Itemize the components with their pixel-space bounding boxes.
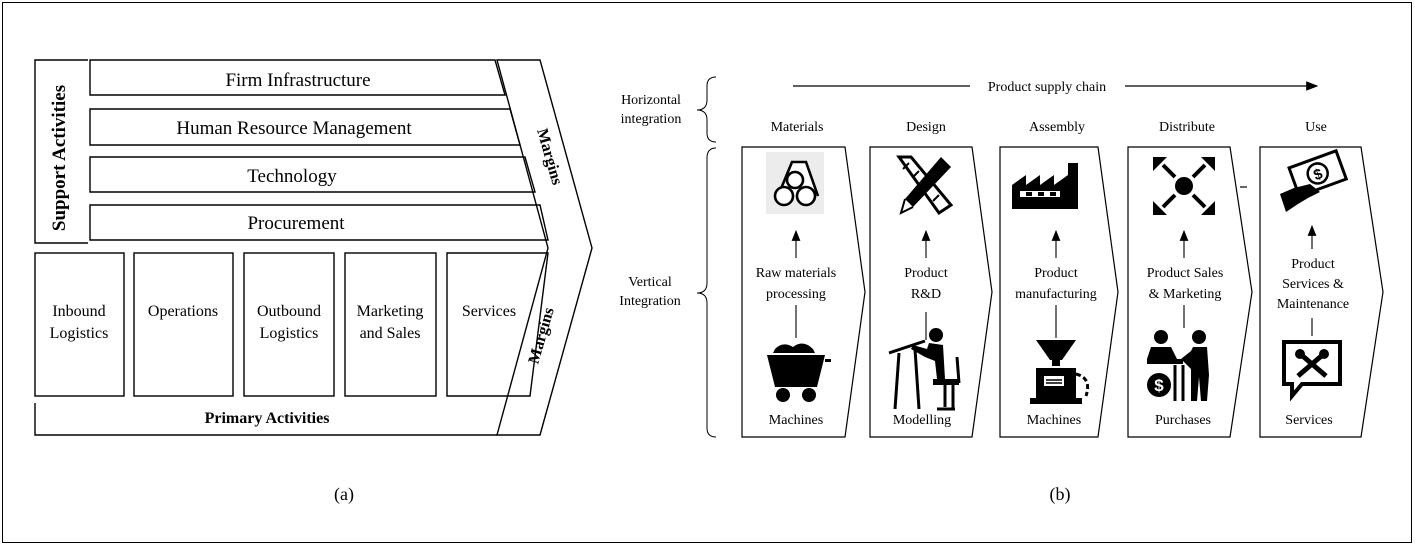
payment-hand-icon: $ [1280,148,1349,212]
stage-name-materials: Materials [771,120,824,135]
caption-b: (b) [1050,484,1071,505]
primary-2-line1: Operations [148,303,218,320]
value-chain-diagram [34,59,593,436]
supply-chain-label: Product supply chain [988,80,1106,95]
primary-3-line2: Logistics [260,325,319,342]
horizontal-label-line1: Horizontal [621,93,681,108]
process-materials-line1: Raw materials [756,266,836,281]
grinder-machine-icon [1030,340,1090,404]
process-use-line1: Product [1291,257,1335,272]
support-item-2: Human Resource Management [176,118,412,139]
stage-chevron-use [1259,146,1384,438]
svg-text:$: $ [1154,376,1164,395]
bottom-label-use: Services [1285,413,1332,428]
stage-chevron-materials [741,146,866,438]
primary-3-line1: Outbound [257,303,321,320]
supply-chain-diagram: $ $ [696,76,1384,438]
primary-box-1 [34,252,125,397]
primary-4-line1: Marketing [357,303,424,320]
service-tools-icon [1282,340,1342,402]
pencil-ruler-icon [896,155,954,216]
support-bracket [34,59,88,244]
stage-name-use: Use [1305,120,1327,135]
distribution-arrows-icon [1153,157,1215,215]
primary-box-3 [243,252,335,397]
vertical-label-line1: Vertical [628,275,672,290]
horizontal-label-line2: integration [621,112,682,127]
primary-4-line2: and Sales [360,325,421,342]
purchase-counter-icon: $ [1147,330,1209,401]
process-assembly-line2: manufacturing [1015,287,1097,302]
bottom-label-design: Modelling [893,413,951,428]
vertical-label-line2: Integration [619,294,680,309]
process-use-line3: Maintenance [1277,297,1349,312]
primary-box-2 [133,252,234,397]
mine-cart-icon [767,343,831,402]
primary-1-line1: Inbound [52,303,105,320]
vertical-brace [696,147,717,438]
margins-chevron [496,59,593,436]
stage-name-design: Design [906,120,946,135]
support-item-4: Procurement [247,213,345,234]
support-item-1: Firm Infrastructure [225,70,370,91]
support-item-3: Technology [247,166,337,187]
bottom-label-materials: Machines [769,413,823,428]
primary-5-line1: Services [462,303,516,320]
process-use-line2: Services & [1282,277,1344,292]
caption-a: (a) [334,484,354,505]
support-activities-label: Support Activities [49,85,70,231]
support-bar-technology [89,156,536,193]
process-distribute-line1: Product Sales [1147,266,1224,281]
process-materials-line2: processing [766,287,826,302]
stage-chevron-assembly [999,146,1119,438]
horizontal-brace [696,76,717,143]
panel-b-text: Horizontal integration Vertical Integrat… [619,80,1349,505]
panel-a-text: Support Activities Firm Infrastructure H… [49,70,565,505]
primary-1-line2: Logistics [50,325,109,342]
process-distribute-line2: & Marketing [1149,287,1222,302]
bottom-label-distribute: Purchases [1155,413,1211,428]
support-bar-procurement [89,204,549,241]
drafting-person-icon [888,328,961,411]
stage-name-assembly: Assembly [1029,120,1085,135]
primary-bracket [34,403,497,436]
primary-activities-label: Primary Activities [205,410,330,427]
process-design-line2: R&D [911,287,941,302]
primary-box-4 [344,252,437,397]
process-assembly-line1: Product [1034,266,1078,281]
support-bar-firm-infrastructure [89,59,506,96]
bottom-label-assembly: Machines [1027,413,1081,428]
process-design-line1: Product [904,266,948,281]
stage-name-distribute: Distribute [1159,120,1215,135]
primary-box-5 [446,252,549,397]
stage-chevron-distribute [1127,146,1253,438]
factory-icon [1012,163,1078,209]
pipes-icon [766,152,824,214]
stage-chevron-design [869,146,993,438]
